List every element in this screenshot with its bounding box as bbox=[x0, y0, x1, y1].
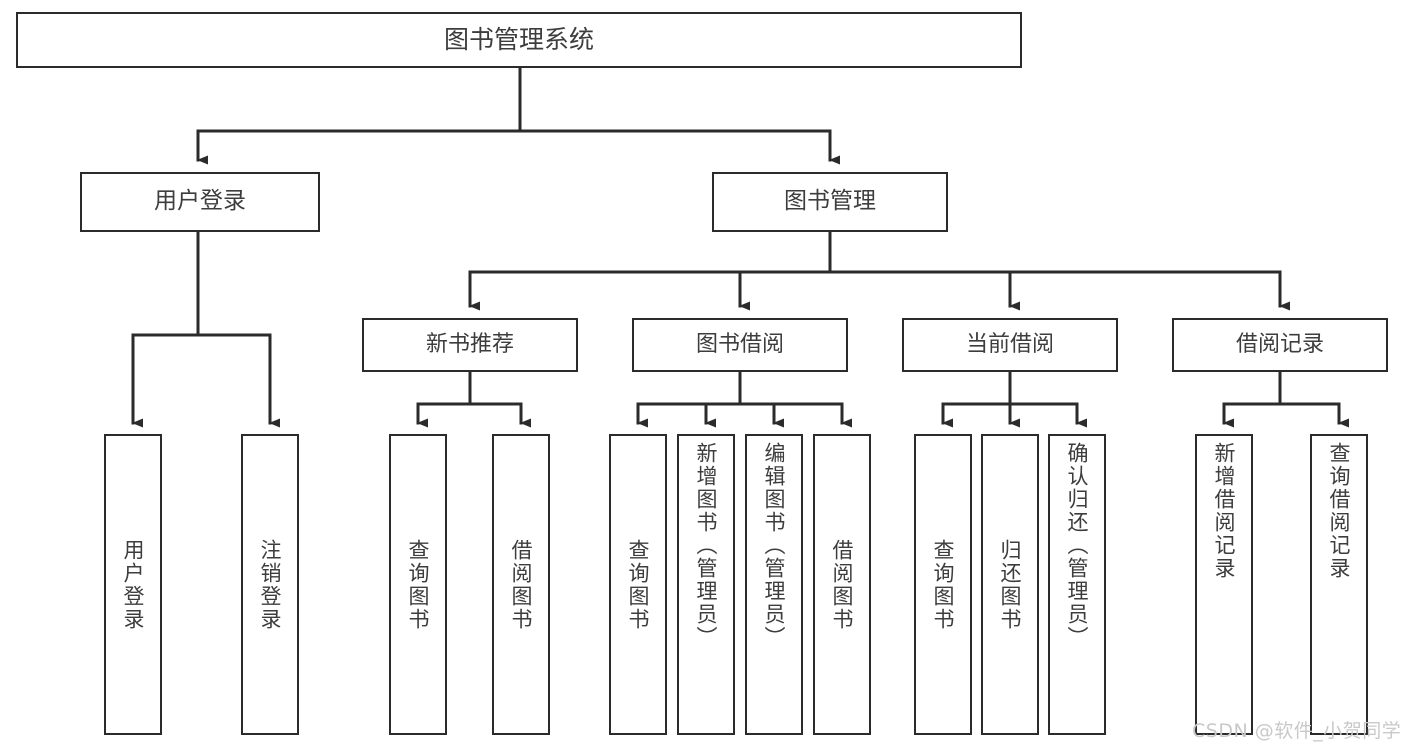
leaf-new-book-borrow-book[interactable]: 借阅图书 bbox=[492, 434, 550, 735]
leaf-borrow-edit-book-admin-label: 编辑图书（管理员） bbox=[762, 442, 787, 649]
leaf-current-return-book-label: 归还图书 bbox=[998, 538, 1023, 631]
leaf-record-query-record[interactable]: 查询借阅记录 bbox=[1310, 434, 1368, 735]
node-borrow-record-label: 借阅记录 bbox=[1235, 332, 1324, 358]
leaf-borrow-borrow-book-label: 借阅图书 bbox=[830, 538, 855, 631]
leaf-record-add-record-label: 新增借阅记录 bbox=[1212, 442, 1237, 580]
leaf-new-book-query-book-label: 查询图书 bbox=[406, 538, 431, 631]
node-root-system[interactable]: 图书管理系统 bbox=[16, 12, 1022, 68]
leaf-current-query-book[interactable]: 查询图书 bbox=[914, 434, 972, 735]
leaf-user-login-logout-label: 注销登录 bbox=[258, 538, 283, 631]
leaf-record-query-record-label: 查询借阅记录 bbox=[1327, 442, 1352, 580]
node-user-login[interactable]: 用户登录 bbox=[80, 172, 320, 232]
node-borrow-record[interactable]: 借阅记录 bbox=[1172, 318, 1388, 372]
leaf-new-book-borrow-book-label: 借阅图书 bbox=[509, 538, 534, 631]
leaf-borrow-add-book-admin[interactable]: 新增图书（管理员） bbox=[677, 434, 735, 735]
leaf-new-book-query-book[interactable]: 查询图书 bbox=[389, 434, 447, 735]
leaf-borrow-edit-book-admin[interactable]: 编辑图书（管理员） bbox=[745, 434, 803, 735]
node-new-book-recommend[interactable]: 新书推荐 bbox=[362, 318, 578, 372]
leaf-current-return-book[interactable]: 归还图书 bbox=[981, 434, 1039, 735]
leaf-record-add-record[interactable]: 新增借阅记录 bbox=[1195, 434, 1253, 735]
node-book-borrow-label: 图书借阅 bbox=[695, 332, 784, 358]
node-new-book-recommend-label: 新书推荐 bbox=[425, 332, 514, 358]
leaf-user-login-login-label: 用户登录 bbox=[121, 538, 146, 631]
leaf-user-login-logout[interactable]: 注销登录 bbox=[241, 434, 299, 735]
node-book-management-label: 图书管理 bbox=[784, 188, 876, 215]
leaf-user-login-login[interactable]: 用户登录 bbox=[104, 434, 162, 735]
leaf-current-query-book-label: 查询图书 bbox=[931, 538, 956, 631]
node-book-borrow[interactable]: 图书借阅 bbox=[632, 318, 848, 372]
node-current-borrow-label: 当前借阅 bbox=[965, 332, 1054, 358]
leaf-current-confirm-return-admin[interactable]: 确认归还（管理员） bbox=[1048, 434, 1106, 735]
node-user-login-label: 用户登录 bbox=[154, 188, 246, 215]
leaf-borrow-add-book-admin-label: 新增图书（管理员） bbox=[694, 442, 719, 649]
node-current-borrow[interactable]: 当前借阅 bbox=[902, 318, 1118, 372]
leaf-borrow-query-book-label: 查询图书 bbox=[626, 538, 651, 631]
leaf-borrow-query-book[interactable]: 查询图书 bbox=[609, 434, 667, 735]
leaf-current-confirm-return-admin-label: 确认归还（管理员） bbox=[1065, 442, 1090, 649]
leaf-borrow-borrow-book[interactable]: 借阅图书 bbox=[813, 434, 871, 735]
node-book-management[interactable]: 图书管理 bbox=[712, 172, 948, 232]
node-root-system-label: 图书管理系统 bbox=[443, 25, 594, 55]
csdn-watermark: CSDN @软件_小贺同学 bbox=[1192, 720, 1402, 742]
